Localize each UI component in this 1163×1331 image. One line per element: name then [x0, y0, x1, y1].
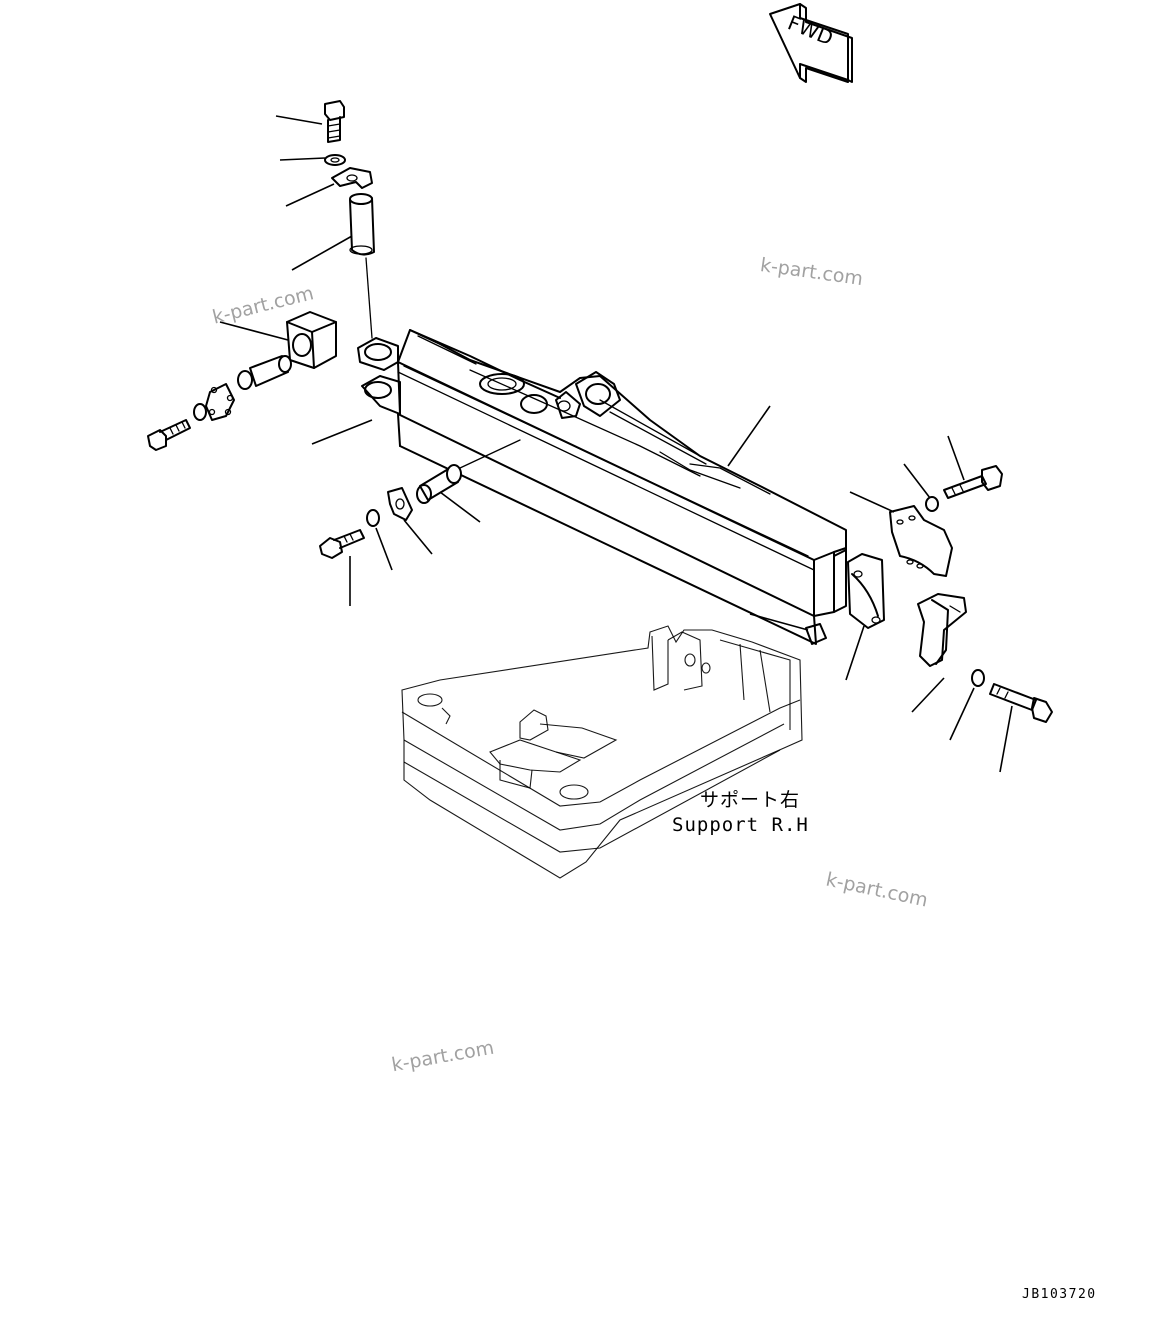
top-washer [324, 154, 346, 166]
upper-half-clamp [889, 505, 953, 577]
left-washer [193, 403, 207, 421]
fwd-arrow: FWD [769, 3, 853, 83]
right-top-bolt [943, 465, 1003, 499]
top-lock-plate [331, 167, 373, 189]
leader-lines [219, 115, 1013, 773]
drawing-code: JB103720 [1022, 1287, 1097, 1302]
end-cap-small-block [805, 623, 827, 645]
watermark-2: k-part.com [759, 254, 865, 290]
fwd-label: FWD [784, 10, 836, 50]
left-bushing [237, 355, 292, 390]
left-boss-block [286, 311, 337, 369]
support-rh-japanese: サポート右 [700, 789, 800, 811]
left-bolt [147, 419, 191, 451]
right-bottom-bolt [989, 683, 1053, 723]
center-bolt [319, 529, 365, 559]
right-top-washer [925, 496, 939, 512]
right-bottom-washer [971, 669, 985, 687]
watermark-1: k-part.com [210, 282, 316, 328]
right-cap-block [917, 593, 967, 667]
left-shim-plate [205, 383, 235, 421]
support-rh-english: Support R.H [672, 814, 809, 836]
watermark-4: k-part.com [390, 1037, 496, 1077]
center-washer [366, 509, 380, 527]
center-pin [416, 439, 521, 504]
top-pin [349, 193, 375, 339]
support-rh-ghost [401, 625, 803, 879]
watermark-3: k-part.com [824, 869, 930, 912]
center-lock-plate [387, 487, 413, 521]
top-bolt [324, 100, 345, 143]
lower-half-clamp [847, 553, 885, 629]
frame-beam [357, 329, 847, 645]
